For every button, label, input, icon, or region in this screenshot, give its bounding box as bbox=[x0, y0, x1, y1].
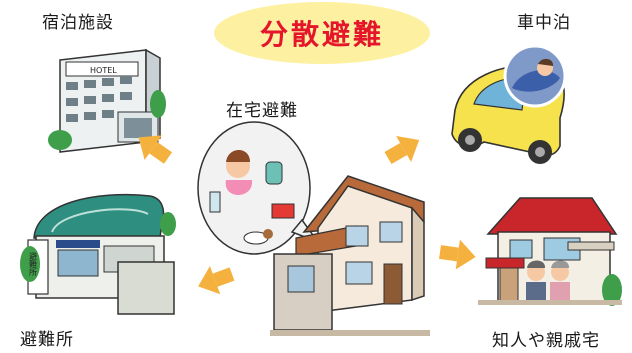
hotel-building bbox=[48, 48, 166, 153]
page-title: 分散避難 bbox=[259, 18, 384, 51]
shelter-building bbox=[20, 193, 176, 315]
relatives-house bbox=[478, 197, 622, 306]
label-relatives: 知人や親戚宅 bbox=[492, 331, 600, 351]
label-hotel: 宿泊施設 bbox=[42, 13, 114, 33]
arrows bbox=[138, 135, 476, 295]
label-shelter: 避難所 bbox=[20, 330, 74, 350]
arrow-to-relatives bbox=[439, 239, 476, 270]
shelter-sign: 避難所 bbox=[29, 251, 38, 277]
hotel-sign: HOTEL bbox=[90, 66, 117, 75]
car bbox=[451, 44, 567, 164]
label-car: 車中泊 bbox=[517, 13, 571, 33]
label-home: 在宅避難 bbox=[226, 101, 298, 121]
arrow-to-car bbox=[384, 136, 420, 165]
central-house bbox=[270, 175, 430, 336]
arrow-to-hotel bbox=[138, 135, 173, 164]
arrow-to-shelter bbox=[198, 266, 235, 295]
home-bubble bbox=[197, 121, 321, 255]
title-background bbox=[214, 2, 430, 64]
